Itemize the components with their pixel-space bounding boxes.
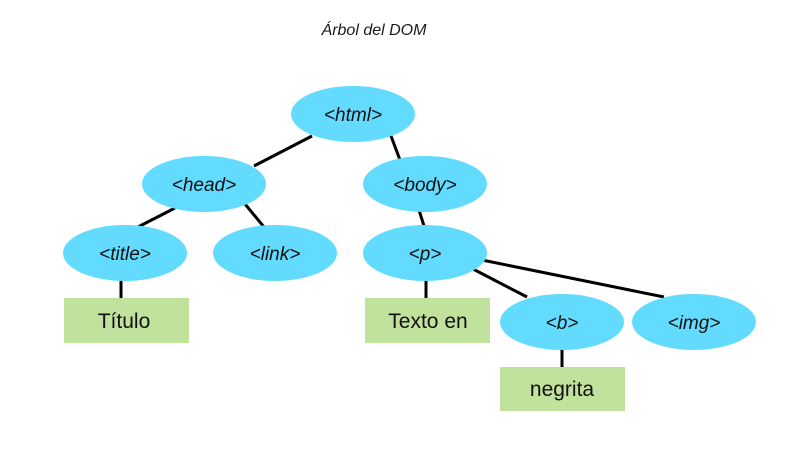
text-node-negrita-shape [500, 367, 625, 411]
node-head: <head> [142, 156, 266, 212]
node-head-label: <head> [172, 175, 236, 196]
node-title-shape [63, 225, 187, 281]
text-node-titulo-shape [64, 298, 189, 343]
node-html-shape [291, 86, 415, 142]
node-img-shape [632, 294, 756, 350]
node-b: <b> [500, 294, 624, 350]
node-head-shape [142, 156, 266, 212]
diagram-title: Árbol del DOM [321, 20, 428, 39]
edge-head-title [135, 206, 176, 230]
node-p-shape [363, 225, 487, 281]
text-node-titulo: Título [64, 298, 189, 343]
node-body-shape [363, 156, 487, 212]
edge-p-img [481, 258, 665, 299]
edge-html-body [389, 135, 402, 161]
edge-head-link [243, 203, 266, 228]
text-node-texto-en: Texto en [365, 298, 490, 343]
node-b-shape [500, 294, 624, 350]
node-body-label: <body> [393, 175, 456, 196]
node-link-shape [213, 225, 337, 281]
node-title-label: <title> [99, 244, 151, 265]
node-b-label: <b> [546, 313, 579, 334]
text-node-texto-en-label: Texto en [388, 310, 467, 333]
node-link: <link> [213, 225, 337, 281]
node-html-label: <html> [324, 105, 382, 126]
node-link-label: <link> [250, 244, 301, 265]
node-p-label: <p> [409, 244, 442, 265]
node-body: <body> [363, 156, 487, 212]
node-title: <title> [63, 225, 187, 281]
node-img: <img> [632, 294, 756, 350]
edge-html-head [253, 134, 313, 168]
text-node-negrita: negrita [500, 367, 625, 411]
text-node-negrita-label: negrita [530, 378, 595, 401]
edge-p-b [472, 267, 528, 299]
node-img-label: <img> [668, 313, 721, 334]
node-html: <html> [291, 86, 415, 142]
edge-body-p [417, 209, 426, 227]
node-p: <p> [363, 225, 487, 281]
text-node-texto-en-shape [365, 298, 490, 343]
text-node-titulo-label: Título [98, 310, 151, 333]
tree-edges [119, 134, 665, 367]
